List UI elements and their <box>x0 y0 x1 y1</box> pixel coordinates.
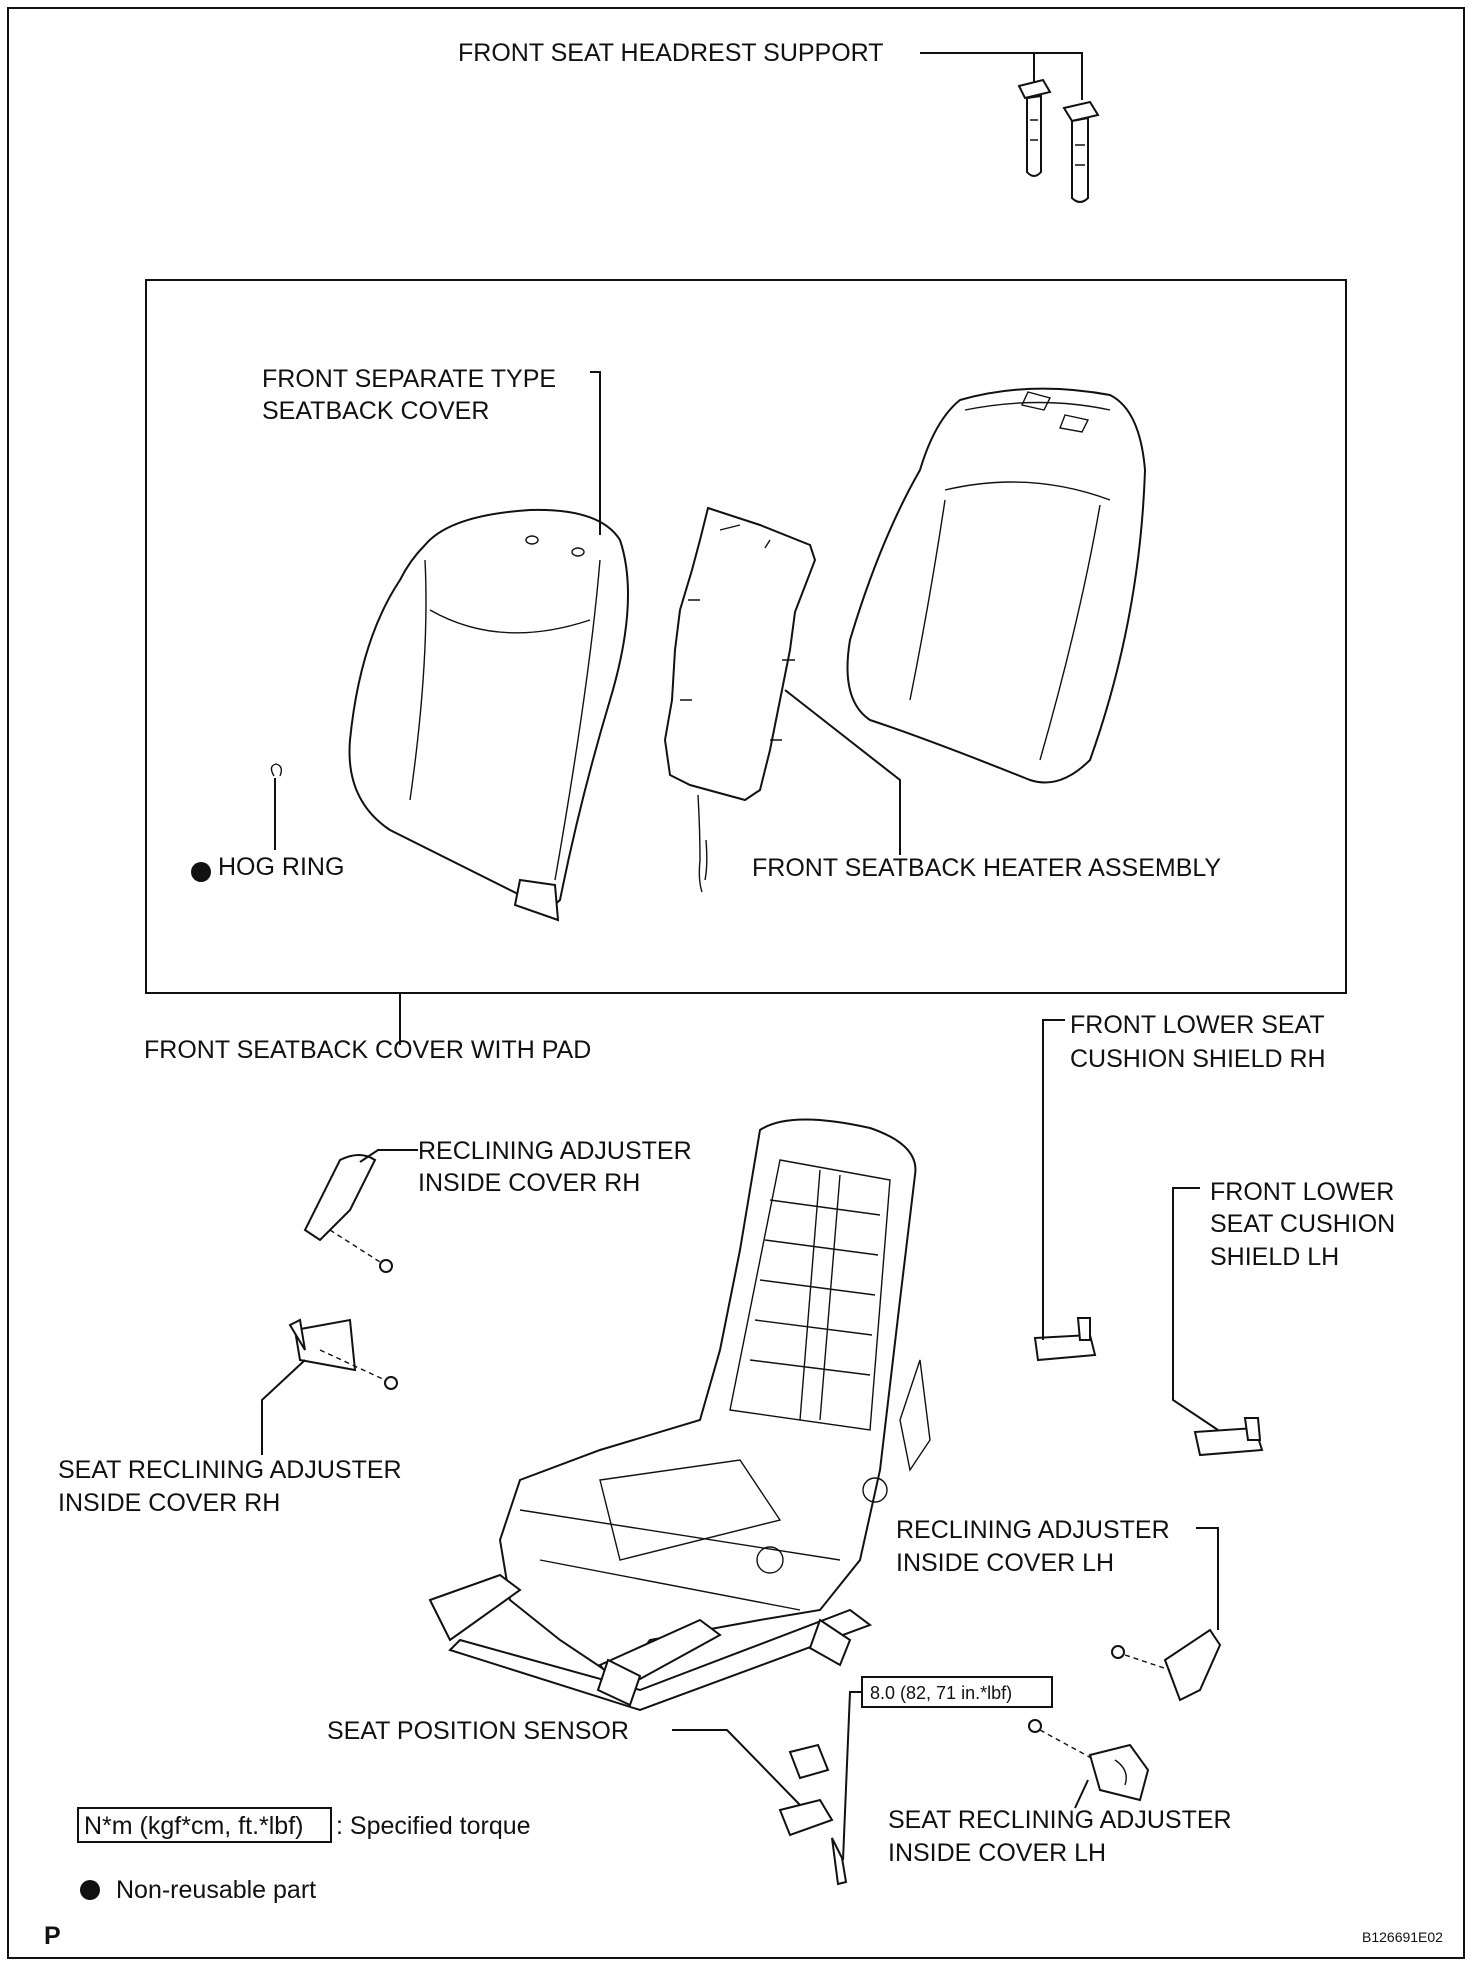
outer-frame <box>7 7 1465 1959</box>
label-seat-recl-adj-rh-line1: SEAT RECLINING ADJUSTER <box>58 1456 402 1484</box>
seatback-heater-part <box>663 506 817 893</box>
lower-shield-lh-part <box>1193 1417 1264 1457</box>
legend-non-reusable: Non-reusable part <box>116 1876 316 1904</box>
headrest-support-parts <box>1017 78 1100 203</box>
label-seat-recl-adj-lh-line2: INSIDE COVER LH <box>888 1839 1106 1867</box>
label-heater-assembly: FRONT SEATBACK HEATER ASSEMBLY <box>752 854 1221 882</box>
seatback-group-frame <box>145 279 1347 994</box>
leader-lower-shield-rh <box>1042 1019 1065 1340</box>
seat-recl-adj-lh-part <box>1028 1719 1150 1802</box>
label-hog-ring: HOG RING <box>218 853 344 881</box>
seat-frame-part <box>428 1118 931 1712</box>
label-recl-adj-lh-line2: INSIDE COVER LH <box>896 1549 1114 1577</box>
label-seat-recl-adj-lh-line1: SEAT RECLINING ADJUSTER <box>888 1806 1232 1834</box>
label-lower-shield-lh-line3: SHIELD LH <box>1210 1243 1339 1271</box>
label-recl-adj-lh-line1: RECLINING ADJUSTER <box>896 1516 1170 1544</box>
seat-recl-adj-rh-part <box>288 1318 398 1390</box>
seatback-cover-part <box>348 508 629 922</box>
hog-ring-part <box>270 763 283 777</box>
label-cover-with-pad: FRONT SEATBACK COVER WITH PAD <box>144 1036 591 1064</box>
legend-torque-desc: : Specified torque <box>336 1812 531 1840</box>
legend-torque-unit: N*m (kgf*cm, ft.*lbf) <box>84 1812 303 1840</box>
leader-seatback-cover <box>590 371 601 535</box>
page-letter: P <box>44 1922 61 1950</box>
label-seat-recl-adj-rh-line2: INSIDE COVER RH <box>58 1489 280 1517</box>
label-lower-shield-lh-line1: FRONT LOWER <box>1210 1178 1394 1206</box>
label-seat-position-sensor: SEAT POSITION SENSOR <box>327 1717 629 1745</box>
leader-seat-position-sensor <box>672 1729 801 1806</box>
label-lower-shield-rh-line1: FRONT LOWER SEAT <box>1070 1011 1325 1039</box>
label-recl-adj-rh-line1: RECLINING ADJUSTER <box>418 1137 692 1165</box>
non-reusable-dot <box>191 862 211 882</box>
torque-value-box <box>861 1676 1053 1708</box>
leader-seat-recl-adj-rh <box>261 1359 306 1455</box>
leader-heater <box>784 689 901 855</box>
figure-code: B126691E02 <box>1362 1929 1443 1945</box>
recl-adj-rh-part <box>303 1154 393 1273</box>
legend-non-reusable-dot <box>80 1880 100 1900</box>
leader-lower-shield-lh <box>1172 1187 1219 1431</box>
recl-adj-lh-part <box>1111 1628 1222 1702</box>
seatback-with-pad-part <box>846 387 1147 784</box>
label-seatback-cover-line2: SEATBACK COVER <box>262 397 489 425</box>
torque-value: 8.0 (82, 71 in.*lbf) <box>870 1683 1012 1703</box>
seat-position-sensor-part <box>778 1743 848 1886</box>
leader-recl-adj-rh <box>359 1149 418 1163</box>
legend-torque-box <box>77 1807 332 1843</box>
leader-headrest <box>920 52 1083 100</box>
label-recl-adj-rh-line2: INSIDE COVER RH <box>418 1169 640 1197</box>
label-seatback-cover-line1: FRONT SEPARATE TYPE <box>262 365 556 393</box>
leader-recl-adj-lh <box>1196 1527 1219 1630</box>
label-lower-shield-lh-line2: SEAT CUSHION <box>1210 1210 1395 1238</box>
lower-shield-rh-part <box>1033 1317 1097 1362</box>
leader-seat-recl-adj-lh <box>1074 1779 1089 1809</box>
label-lower-shield-rh-line2: CUSHION SHIELD RH <box>1070 1045 1326 1073</box>
label-headrest-support: FRONT SEAT HEADREST SUPPORT <box>458 39 884 67</box>
leader-torque <box>842 1691 862 1861</box>
